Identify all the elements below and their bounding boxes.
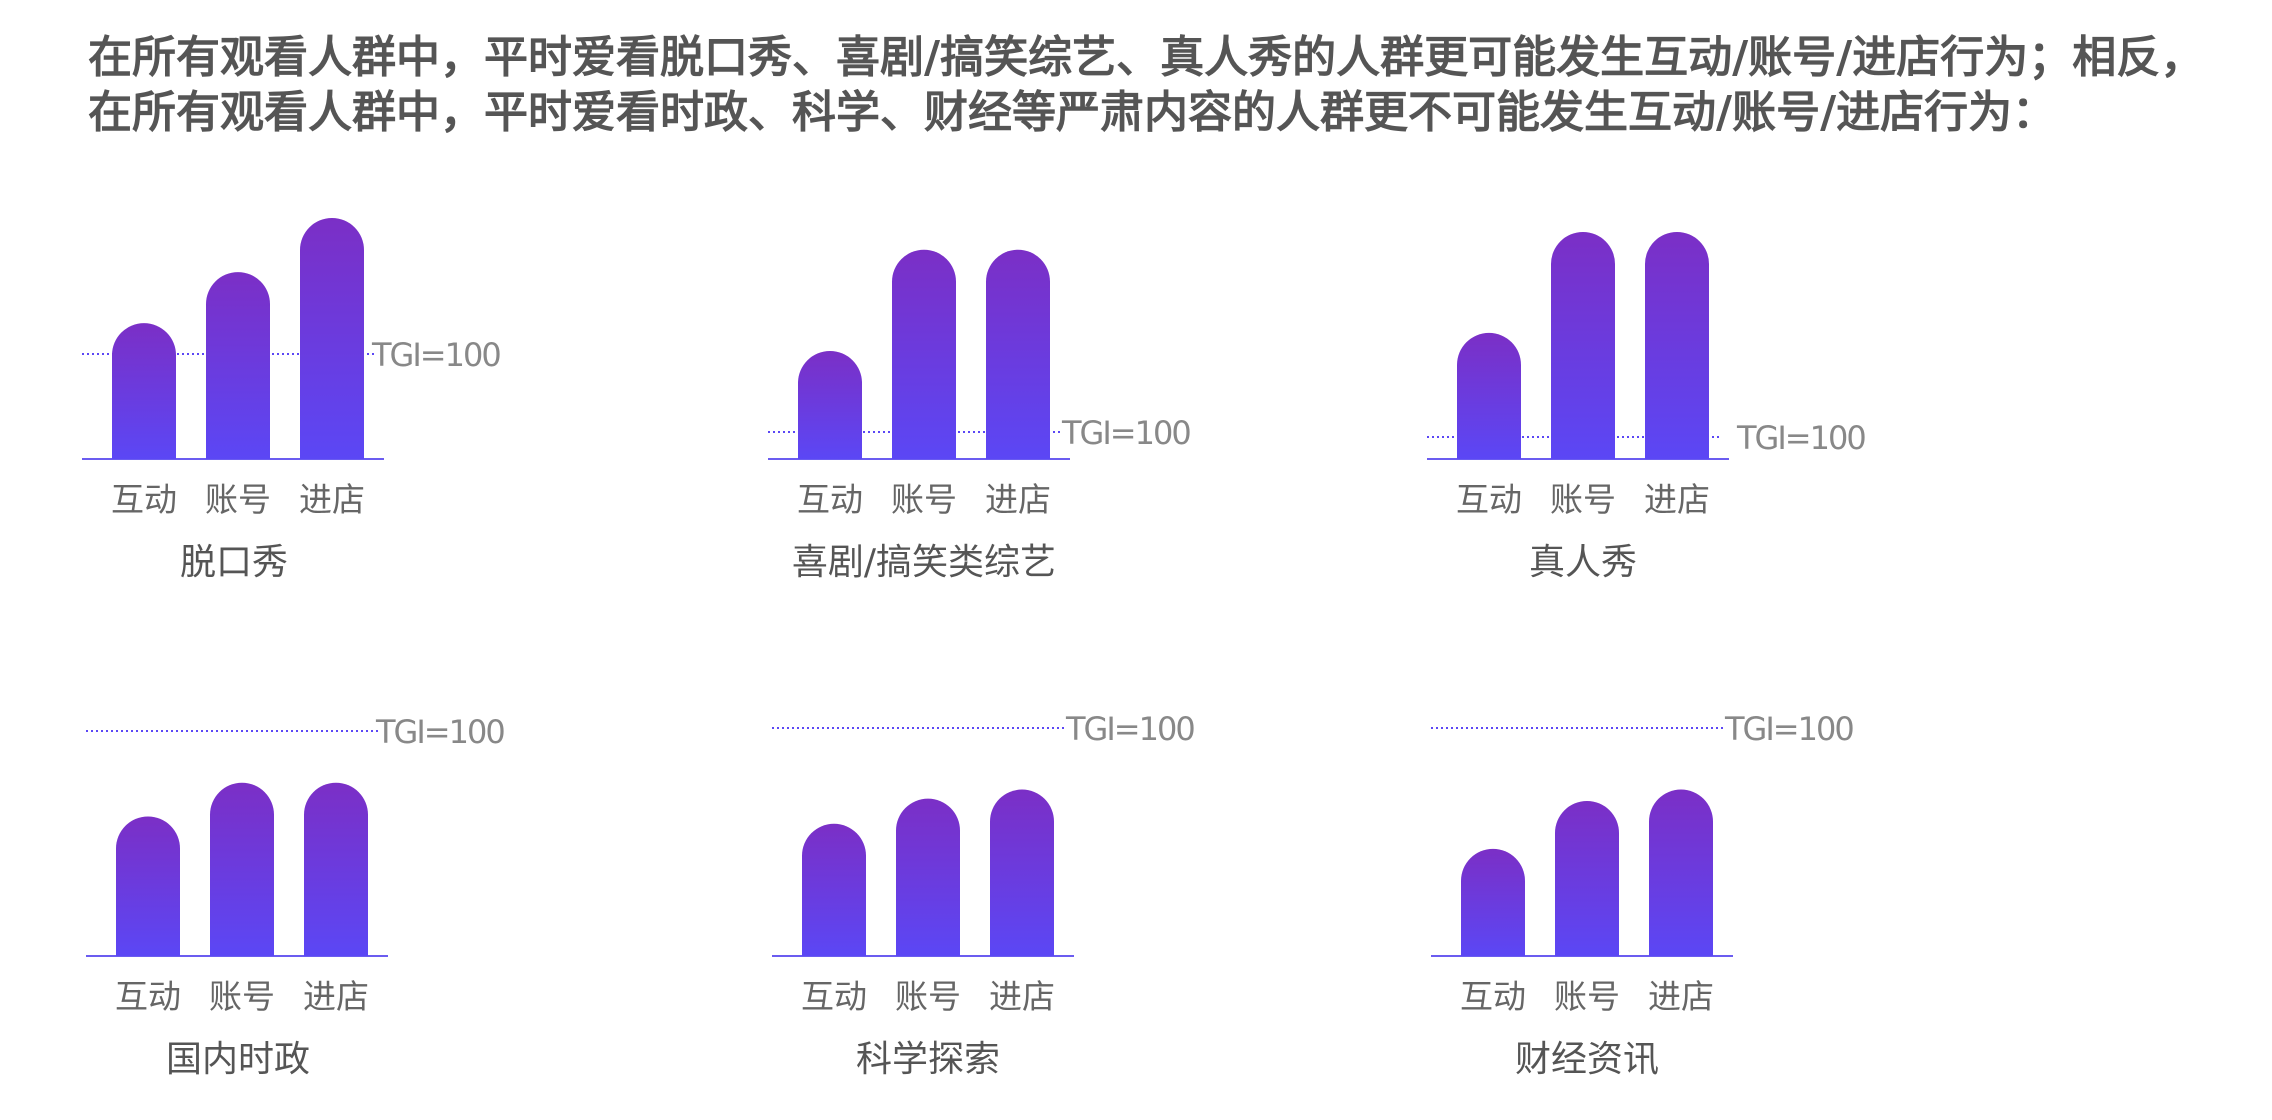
x-tick-label: 账号 (895, 977, 961, 1016)
x-tick-label: 进店 (299, 480, 365, 519)
bar (116, 816, 180, 956)
x-tick-label: 进店 (1648, 977, 1714, 1016)
bar (892, 249, 956, 459)
headline: 在所有观看人群中，平时爱看脱口秀、喜剧/搞笑综艺、真人秀的人群更可能发生互动/账… (88, 32, 2205, 138)
chart-category-title: 喜剧/搞笑类综艺 (792, 542, 1056, 583)
chart-panel: TGI=100 互动账号进店国内时政 (86, 713, 506, 1080)
reference-label: TGI=100 (1065, 710, 1194, 748)
chart-category-title: 国内时政 (166, 1039, 310, 1080)
x-tick-label: 账号 (209, 977, 275, 1016)
bar (300, 218, 364, 459)
reference-label: TGI=100 (1736, 419, 1865, 457)
bar (1649, 789, 1713, 956)
reference-label: TGI=100 (1724, 710, 1853, 748)
x-tick-label: 账号 (1550, 480, 1616, 519)
x-tick-label: 账号 (891, 480, 957, 519)
x-tick-label: 互动 (115, 977, 181, 1016)
chart-panel: TGI=100 互动账号进店财经资讯 (1431, 710, 1855, 1080)
x-tick-label: 互动 (797, 480, 863, 519)
bar (798, 351, 862, 459)
chart-panel: TGI=100 互动账号进店喜剧/搞笑类综艺 (768, 249, 1192, 583)
chart-panel: TGI=100 互动账号进店真人秀 (1427, 232, 1867, 583)
chart-category-title: 财经资讯 (1515, 1039, 1659, 1080)
x-tick-label: 进店 (1644, 480, 1710, 519)
bar (1461, 848, 1525, 956)
x-tick-label: 进店 (989, 977, 1055, 1016)
x-tick-label: 账号 (205, 480, 271, 519)
bar (210, 782, 274, 956)
bar (896, 798, 960, 956)
reference-label: TGI=100 (1061, 414, 1190, 452)
reference-label: TGI=100 (371, 336, 500, 374)
x-tick-label: 进店 (985, 480, 1051, 519)
chart-category-title: 脱口秀 (180, 542, 288, 583)
x-tick-label: 互动 (1460, 977, 1526, 1016)
bar (206, 272, 270, 459)
chart-panel: TGI=100 互动账号进店脱口秀 (82, 218, 502, 583)
bar (1645, 232, 1709, 459)
x-tick-label: 互动 (801, 977, 867, 1016)
bar (1555, 800, 1619, 956)
reference-label: TGI=100 (375, 713, 504, 751)
bar (802, 823, 866, 956)
chart-category-title: 科学探索 (856, 1039, 1000, 1080)
chart-panel: TGI=100 互动账号进店科学探索 (772, 710, 1196, 1080)
x-tick-label: 互动 (1456, 480, 1522, 519)
chart-category-title: 真人秀 (1529, 542, 1637, 583)
x-tick-label: 互动 (111, 480, 177, 519)
bar (990, 789, 1054, 956)
bar (112, 323, 176, 459)
bar (1457, 332, 1521, 459)
x-tick-label: 账号 (1554, 977, 1620, 1016)
bar (986, 249, 1050, 459)
bar (304, 782, 368, 956)
bar (1551, 232, 1615, 459)
x-tick-label: 进店 (303, 977, 369, 1016)
